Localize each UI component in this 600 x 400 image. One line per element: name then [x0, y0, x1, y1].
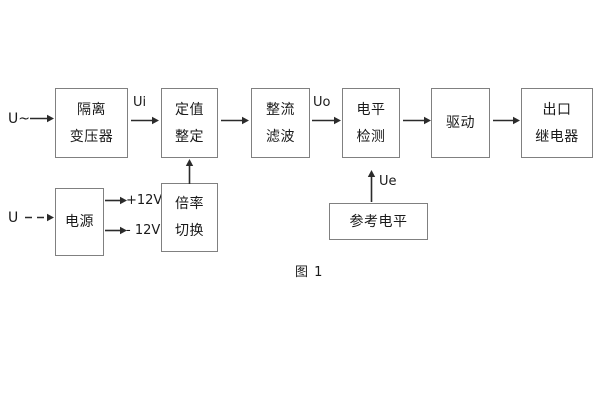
block-level-detection-line-1: 电平: [356, 101, 386, 118]
block-isolation-transformer: 隔离 变压器: [55, 88, 128, 158]
arrow-multiplier-to-setting: [185, 159, 194, 184]
block-rectifier-filter-line-2: 滤波: [266, 128, 295, 145]
arrow-input-ac-to-isolation: [30, 114, 54, 123]
block-power-supply-line-1: 电源: [65, 214, 94, 230]
block-isolation-transformer-line-1: 隔离: [77, 101, 106, 118]
block-multiplier-switch: 倍率 切换: [161, 183, 218, 252]
block-setting-value-line-1: 定值: [175, 101, 204, 118]
arrow-isolation-to-setting: [131, 116, 159, 125]
arrow-input-dc-to-power: [24, 213, 54, 222]
figure-caption: 图 1: [295, 265, 324, 280]
signal-label-ue: Ue: [379, 174, 397, 189]
arrow-rectifier-to-level: [312, 116, 341, 125]
block-level-detection: 电平 检测: [342, 88, 400, 158]
block-isolation-transformer-line-2: 变压器: [69, 128, 114, 145]
arrow-level-to-driver: [403, 116, 431, 125]
arrow-rail-negative: [105, 226, 127, 235]
block-level-detection-line-2: 检测: [356, 128, 386, 145]
block-rectifier-filter-line-1: 整流: [266, 101, 295, 118]
input-label-dc: U: [8, 210, 19, 226]
block-reference-level-line-1: 参考电平: [349, 213, 408, 230]
signal-label-ui: Ui: [133, 95, 147, 110]
block-setting-value-line-2: 整定: [175, 128, 204, 145]
block-multiplier-switch-line-1: 倍率: [175, 196, 204, 212]
input-label-ac: U~: [8, 111, 30, 127]
block-output-relay: 出口 继电器: [521, 88, 593, 158]
rail-label-negative: - 12V: [126, 223, 161, 238]
block-driver: 驱动: [431, 88, 490, 158]
block-output-relay-line-1: 出口: [542, 101, 572, 118]
arrow-setting-to-rectifier: [221, 116, 249, 125]
arrow-rail-positive: [105, 196, 127, 205]
block-multiplier-switch-line-2: 切换: [175, 223, 204, 239]
rail-label-positive: +12V: [126, 193, 163, 208]
arrow-driver-to-relay: [493, 116, 520, 125]
arrow-reference-to-level: [367, 170, 376, 202]
block-power-supply: 电源: [55, 188, 104, 256]
block-setting-value: 定值 整定: [161, 88, 218, 158]
signal-label-uo: Uo: [313, 95, 331, 110]
block-reference-level: 参考电平: [329, 203, 428, 240]
block-driver-line-1: 驱动: [446, 115, 475, 131]
block-rectifier-filter: 整流 滤波: [251, 88, 310, 158]
block-output-relay-line-2: 继电器: [535, 128, 579, 145]
